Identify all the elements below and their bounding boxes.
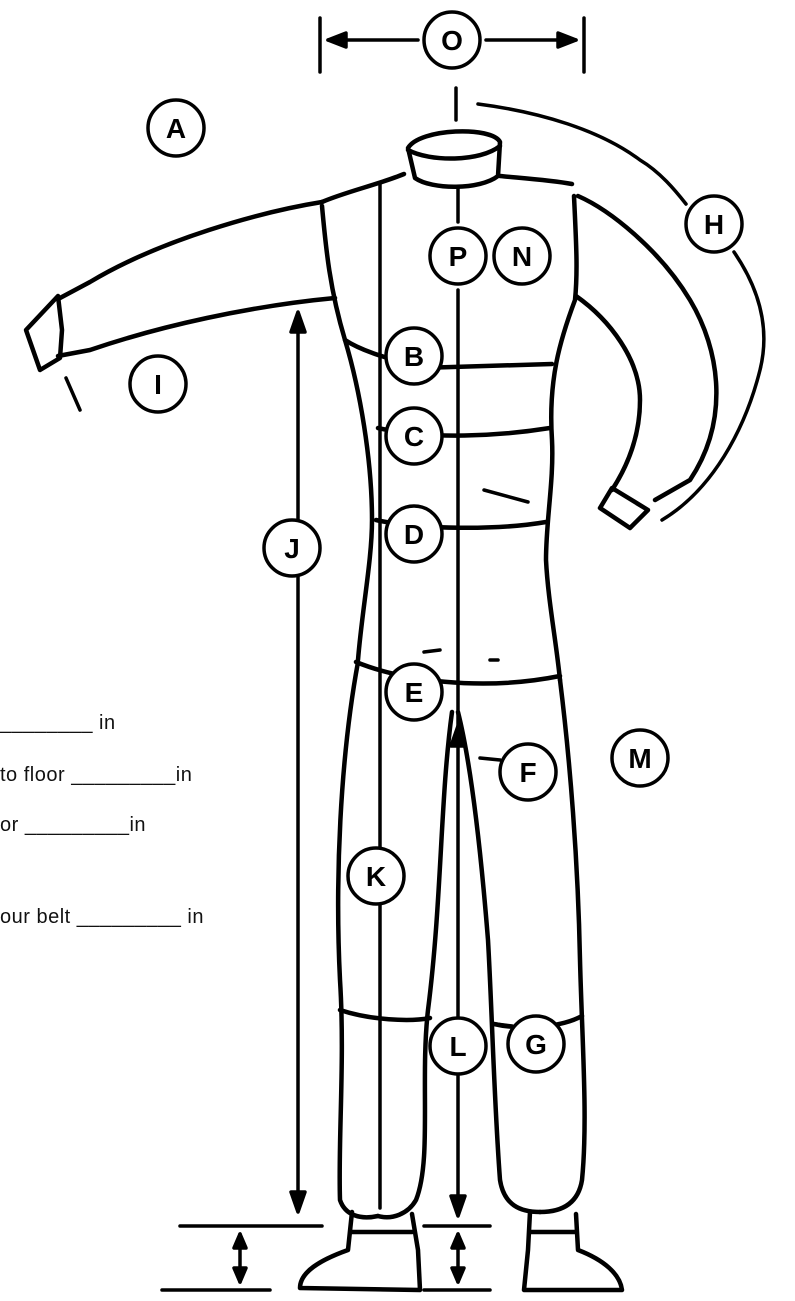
callout-K: K (348, 848, 404, 904)
coverall-outline (26, 131, 716, 1290)
callout-letter-P: P (449, 241, 468, 272)
form-line-2: to floor _________in (0, 764, 192, 787)
callout-letter-G: G (525, 1029, 547, 1060)
callout-letter-K: K (366, 861, 386, 892)
callout-letter-I: I (154, 369, 162, 400)
measurement-lines (66, 18, 764, 1290)
form-line-4: our belt _________ in (0, 906, 204, 929)
callout-F: F (500, 744, 556, 800)
callout-J: J (264, 520, 320, 576)
callout-letter-F: F (519, 757, 536, 788)
callout-letter-D: D (404, 519, 424, 550)
callout-letter-E: E (405, 677, 424, 708)
callout-letter-B: B (404, 341, 424, 372)
callout-letter-A: A (166, 113, 186, 144)
callout-B: B (386, 328, 442, 384)
callout-G: G (508, 1016, 564, 1072)
form-line-3: or _________in (0, 814, 146, 837)
callout-H: H (686, 196, 742, 252)
callout-letter-J: J (284, 533, 300, 564)
form-line-1: ________ in (0, 712, 116, 735)
callout-letter-M: M (628, 743, 651, 774)
callout-N: N (494, 228, 550, 284)
callout-E: E (386, 664, 442, 720)
callout-O: O (424, 12, 480, 68)
callout-L: L (430, 1018, 486, 1074)
callout-I: I (130, 356, 186, 412)
callout-P: P (430, 228, 486, 284)
callout-letter-C: C (404, 421, 424, 452)
callout-D: D (386, 506, 442, 562)
callout-letter-O: O (441, 25, 463, 56)
callout-letter-H: H (704, 209, 724, 240)
callout-A: A (148, 100, 204, 156)
callout-letter-N: N (512, 241, 532, 272)
callout-M: M (612, 730, 668, 786)
callout-letter-L: L (449, 1031, 466, 1062)
callout-C: C (386, 408, 442, 464)
